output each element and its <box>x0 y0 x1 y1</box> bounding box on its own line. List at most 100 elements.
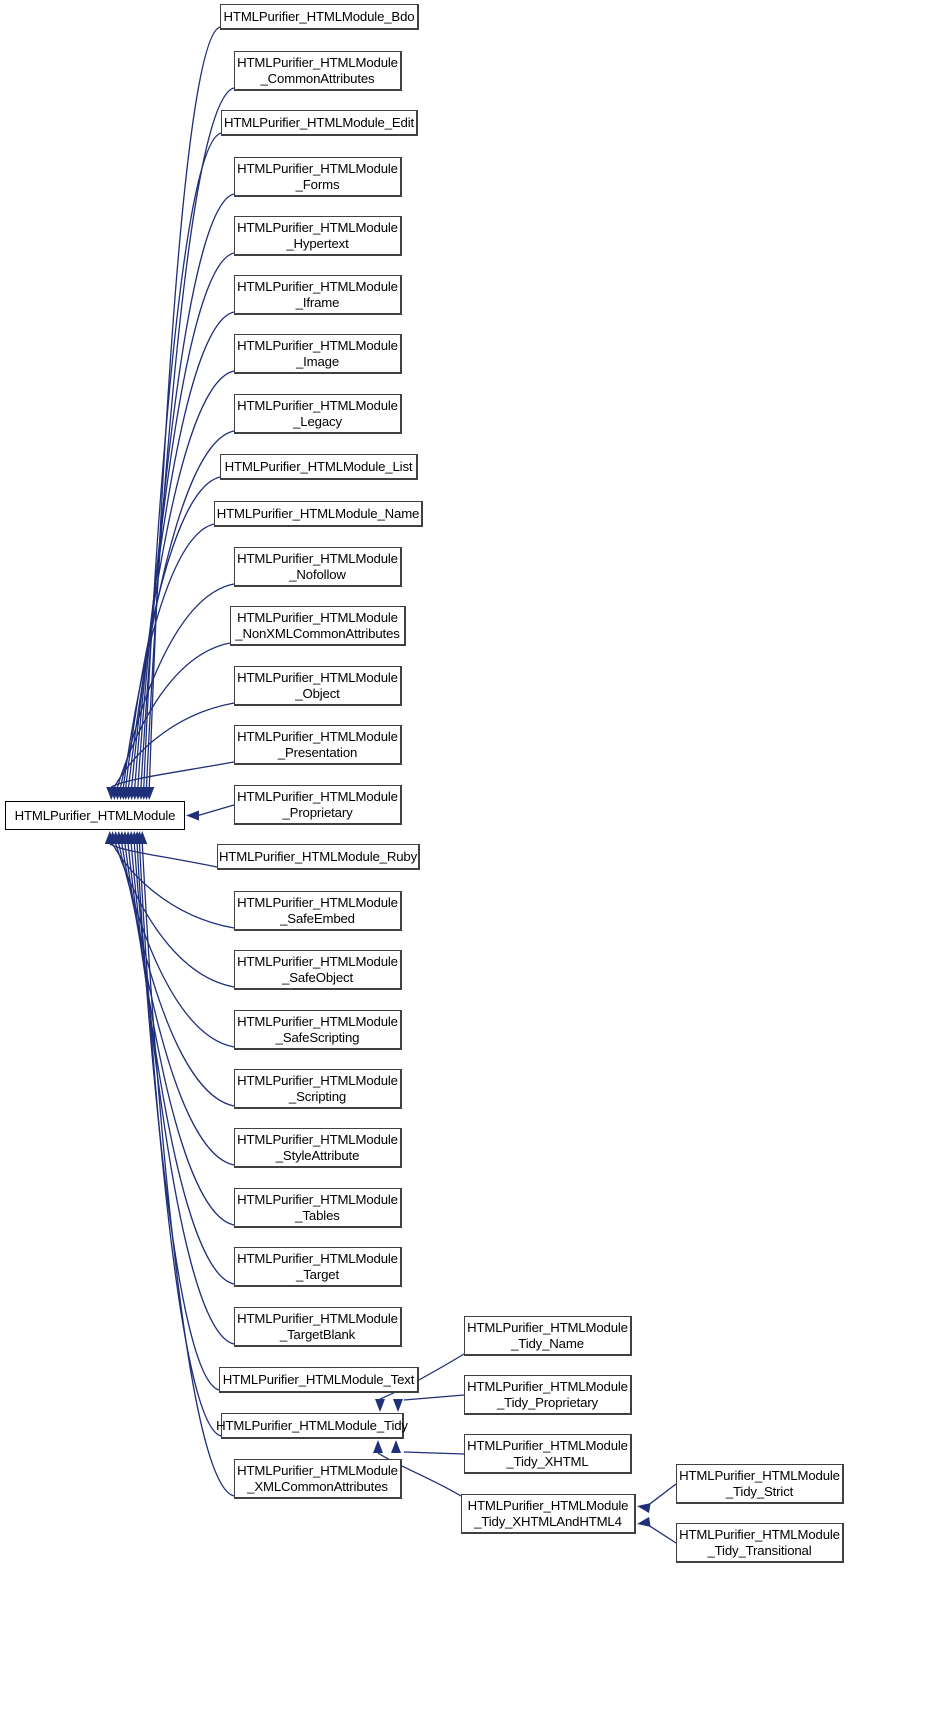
class-node-tidy_proprietary[interactable]: HTMLPurifier_HTMLModule _Tidy_Proprietar… <box>464 1375 632 1415</box>
class-node-forms[interactable]: HTMLPurifier_HTMLModule _Forms <box>234 157 402 197</box>
class-node-tidy[interactable]: HTMLPurifier_HTMLModule_Tidy <box>216 1413 408 1439</box>
class-node-list[interactable]: HTMLPurifier_HTMLModule_List <box>220 454 418 480</box>
class-node-proprietary[interactable]: HTMLPurifier_HTMLModule _Proprietary <box>234 785 402 825</box>
edge-x4-tidy_transitional <box>649 1525 677 1544</box>
class-node-tidy_name[interactable]: HTMLPurifier_HTMLModule _Tidy_Name <box>464 1316 632 1356</box>
arrow-root-targetblank <box>129 831 140 844</box>
class-node-nonxml[interactable]: HTMLPurifier_HTMLModule _NonXMLCommonAtt… <box>230 606 406 646</box>
edge-root-ruby <box>109 843 218 868</box>
class-node-label: HTMLPurifier_HTMLModule _Scripting <box>237 1073 398 1104</box>
class-node-root[interactable]: HTMLPurifier_HTMLModule <box>5 801 185 830</box>
class-node-label: HTMLPurifier_HTMLModule _Tidy_Proprietar… <box>467 1379 628 1410</box>
class-node-presentation[interactable]: HTMLPurifier_HTMLModule _Presentation <box>234 725 402 765</box>
arrow-root-name <box>118 787 129 800</box>
class-node-ruby[interactable]: HTMLPurifier_HTMLModule_Ruby <box>217 844 420 870</box>
edge-root-bdo <box>148 26 221 788</box>
arrow-root-tables <box>123 831 134 844</box>
arrow-x4-tidy_strict <box>637 1503 651 1514</box>
edge-root-text <box>136 843 220 1391</box>
class-node-iframe[interactable]: HTMLPurifier_HTMLModule _Iframe <box>234 275 402 315</box>
class-node-label: HTMLPurifier_HTMLModule _Proprietary <box>237 789 398 820</box>
class-node-commonattrs[interactable]: HTMLPurifier_HTMLModule _CommonAttribute… <box>234 51 402 91</box>
edge-root-image <box>131 370 235 788</box>
class-node-image[interactable]: HTMLPurifier_HTMLModule _Image <box>234 334 402 374</box>
class-node-safeobject[interactable]: HTMLPurifier_HTMLModule _SafeObject <box>234 950 402 990</box>
arrow-root-object <box>109 787 120 800</box>
class-node-legacy[interactable]: HTMLPurifier_HTMLModule _Legacy <box>234 394 402 434</box>
arrow-root-edit <box>138 787 149 800</box>
class-node-bdo[interactable]: HTMLPurifier_HTMLModule_Bdo <box>220 4 419 30</box>
class-node-tidy_xhtmlandhtml4[interactable]: HTMLPurifier_HTMLModule _Tidy_XHTMLAndHT… <box>461 1494 636 1534</box>
edge-x4-tidy_strict <box>649 1483 677 1505</box>
arrow-root-nofollow <box>115 787 126 800</box>
class-node-target[interactable]: HTMLPurifier_HTMLModule _Target <box>234 1247 402 1287</box>
arrow-root-tidy <box>134 831 145 844</box>
class-node-label: HTMLPurifier_HTMLModule_Edit <box>224 114 415 130</box>
class-node-label: HTMLPurifier_HTMLModule _Nofollow <box>237 551 398 582</box>
class-node-label: HTMLPurifier_HTMLModule _Tidy_XHTML <box>467 1438 628 1469</box>
arrow-root-presentation <box>106 787 117 800</box>
edge-root-nonxml <box>116 642 231 788</box>
class-node-label: HTMLPurifier_HTMLModule _Presentation <box>237 729 398 760</box>
class-node-label: HTMLPurifier_HTMLModule _SafeScripting <box>237 1014 398 1045</box>
arrow-root-forms <box>135 787 146 800</box>
class-node-styleattribute[interactable]: HTMLPurifier_HTMLModule _StyleAttribute <box>234 1128 402 1168</box>
class-node-tables[interactable]: HTMLPurifier_HTMLModule _Tables <box>234 1188 402 1228</box>
class-node-scripting[interactable]: HTMLPurifier_HTMLModule _Scripting <box>234 1069 402 1109</box>
class-node-label: HTMLPurifier_HTMLModule_Tidy <box>216 1417 408 1433</box>
class-node-label: HTMLPurifier_HTMLModule _Hypertext <box>237 220 398 251</box>
arrow-root-scripting <box>116 831 127 844</box>
arrow-tidy-tidy_xhtml <box>391 1440 401 1453</box>
class-node-label: HTMLPurifier_HTMLModule _Image <box>237 338 398 369</box>
class-node-safeembed[interactable]: HTMLPurifier_HTMLModule _SafeEmbed <box>234 891 402 931</box>
class-node-tidy_strict[interactable]: HTMLPurifier_HTMLModule _Tidy_Strict <box>676 1464 844 1504</box>
arrow-root-safescripting <box>113 831 124 844</box>
arrow-tidy-tidy_proprietary <box>393 1399 403 1412</box>
class-node-safescripting[interactable]: HTMLPurifier_HTMLModule _SafeScripting <box>234 1010 402 1050</box>
arrow-root-safeobject <box>110 831 121 844</box>
class-node-label: HTMLPurifier_HTMLModule _Target <box>237 1251 398 1282</box>
arrow-root-list <box>120 787 131 800</box>
edge-tidy-tidy_xhtml <box>403 1451 465 1455</box>
arrow-root-safeembed <box>107 831 118 844</box>
edge-root-iframe <box>134 311 235 788</box>
class-node-label: HTMLPurifier_HTMLModule _Tidy_Name <box>467 1320 628 1351</box>
class-node-label: HTMLPurifier_HTMLModule _Tables <box>237 1192 398 1223</box>
arrow-tidy-tidy_xhtmlandhtml4 <box>373 1440 383 1453</box>
class-node-hypertext[interactable]: HTMLPurifier_HTMLModule _Hypertext <box>234 216 402 256</box>
edge-tidy-tidy_proprietary <box>403 1394 465 1401</box>
edge-root-object <box>113 702 235 788</box>
edge-root-styleattribute <box>124 843 235 1166</box>
edge-root-proprietary <box>197 804 235 817</box>
class-node-tidy_transitional[interactable]: HTMLPurifier_HTMLModule _Tidy_Transition… <box>676 1523 844 1563</box>
edge-root-name <box>122 523 215 788</box>
arrow-root-ruby <box>104 831 115 844</box>
class-node-label: HTMLPurifier_HTMLModule _TargetBlank <box>237 1311 398 1342</box>
arrow-tidy-tidy_name <box>375 1399 385 1412</box>
class-node-text[interactable]: HTMLPurifier_HTMLModule_Text <box>219 1367 419 1393</box>
class-node-name[interactable]: HTMLPurifier_HTMLModule_Name <box>214 501 423 527</box>
arrow-root-legacy <box>123 787 134 800</box>
arrow-root-text <box>132 831 143 844</box>
arrow-root-hypertext <box>132 787 143 800</box>
class-node-label: HTMLPurifier_HTMLModule _XMLCommonAttrib… <box>237 1463 398 1494</box>
class-node-targetblank[interactable]: HTMLPurifier_HTMLModule _TargetBlank <box>234 1307 402 1347</box>
class-node-object[interactable]: HTMLPurifier_HTMLModule _Object <box>234 666 402 706</box>
edge-root-xmlcommonattrs <box>141 843 235 1497</box>
edge-root-tables <box>127 843 235 1226</box>
class-node-tidy_xhtml[interactable]: HTMLPurifier_HTMLModule _Tidy_XHTML <box>464 1434 632 1474</box>
edge-root-targetblank <box>133 843 235 1345</box>
class-node-label: HTMLPurifier_HTMLModule <box>14 807 176 823</box>
edge-root-nofollow <box>119 583 235 788</box>
class-node-label: HTMLPurifier_HTMLModule_List <box>224 458 413 474</box>
edge-root-edit <box>143 132 222 788</box>
class-node-label: HTMLPurifier_HTMLModule _Object <box>237 670 398 701</box>
class-node-label: HTMLPurifier_HTMLModule_Bdo <box>223 8 415 24</box>
class-node-nofollow[interactable]: HTMLPurifier_HTMLModule _Nofollow <box>234 547 402 587</box>
class-node-label: HTMLPurifier_HTMLModule _Tidy_Strict <box>679 1468 840 1499</box>
arrow-root-xmlcommonattrs <box>137 831 148 844</box>
class-node-xmlcommonattrs[interactable]: HTMLPurifier_HTMLModule _XMLCommonAttrib… <box>234 1459 402 1499</box>
class-node-label: HTMLPurifier_HTMLModule _SafeObject <box>237 954 398 985</box>
class-node-edit[interactable]: HTMLPurifier_HTMLModule_Edit <box>221 110 418 136</box>
